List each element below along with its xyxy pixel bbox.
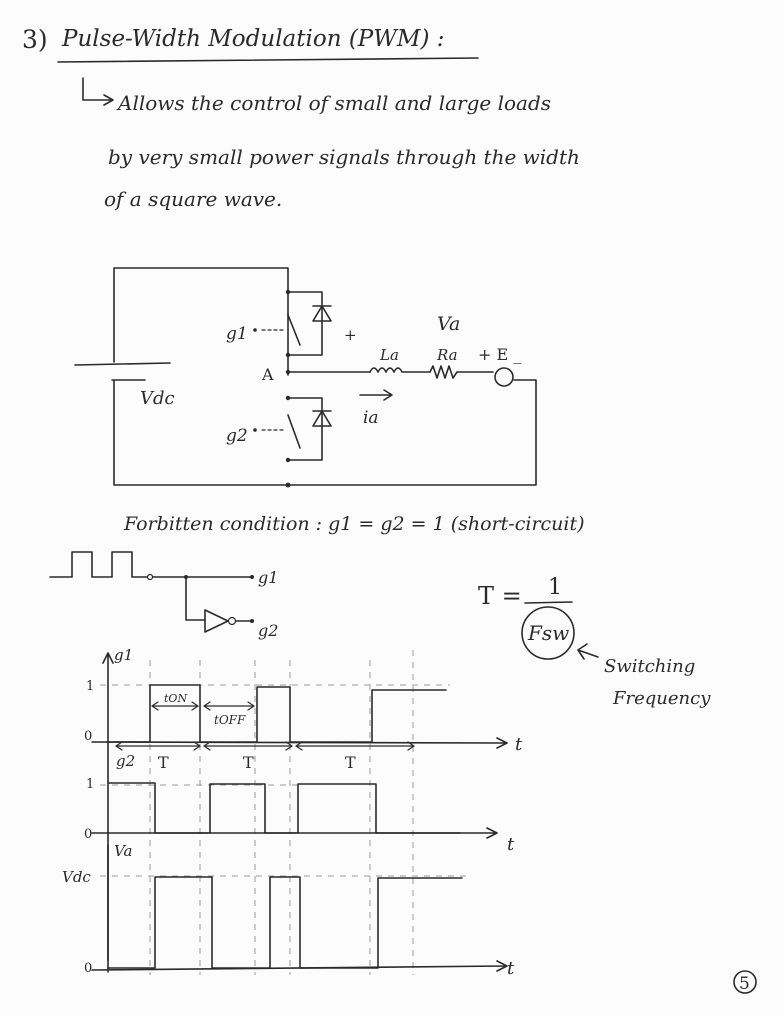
ton-label: tON: [164, 692, 187, 705]
toff-label: tOFF: [214, 713, 246, 727]
ton-arrow: [150, 701, 200, 711]
bullet-arrow-icon: [82, 77, 114, 106]
va-label: Va: [437, 313, 460, 335]
g2-waveform: [107, 782, 461, 834]
va-waveform: [107, 876, 463, 969]
title-underline: [57, 57, 479, 63]
description-line-3: of a square wave.: [104, 187, 282, 211]
toff-arrow: [202, 701, 256, 711]
vdc-label: Vdc: [140, 388, 175, 409]
g1-waveform: [107, 684, 447, 743]
forbidden-condition: Forbitten condition : g1 = g2 = 1 (short…: [123, 513, 585, 535]
emf-label: + E _: [478, 345, 521, 364]
switching-note-line-2: Frequency: [612, 688, 711, 709]
g1-gate-label: g1: [226, 324, 248, 344]
g2-axis: [91, 741, 498, 961]
section-number: 3): [22, 25, 48, 54]
g1-axis-label: g1: [114, 646, 133, 664]
ra-label: Ra: [436, 346, 458, 364]
section-title: Pulse-Width Modulation (PWM) :: [61, 26, 445, 52]
period-numerator: 1: [548, 575, 562, 600]
g2-gate-label: g2: [226, 426, 248, 446]
ia-label: ia: [363, 408, 379, 428]
time-label-va: t: [507, 958, 515, 979]
time-label-g1: t: [515, 734, 523, 755]
inverter-g1-output: g1: [258, 568, 278, 587]
period-label-2: T: [243, 753, 254, 772]
g2-axis-label: g2: [116, 752, 135, 770]
fraction-bar: [524, 601, 573, 604]
pointer-arrow-icon: [577, 643, 599, 660]
page-number: 5: [739, 974, 750, 994]
fsw-circle: [521, 606, 575, 660]
plus-sign: +: [344, 326, 357, 344]
switching-note-line-1: Switching: [604, 656, 695, 677]
node-a-label: A: [261, 365, 274, 384]
pwm-inverter-sketch: [49, 551, 254, 633]
description-line-2: by very small power signals through the …: [108, 145, 580, 169]
g2-tick-zero: 0: [84, 827, 92, 842]
page-number-circle: [733, 970, 757, 994]
la-label: La: [379, 346, 399, 364]
g2-tick-one: 1: [86, 777, 94, 792]
g1-tick-one: 1: [86, 679, 94, 694]
va-axis: [91, 844, 508, 973]
period-label-3: T: [345, 753, 356, 772]
va-tick-zero: 0: [84, 961, 92, 976]
description-line-1: Allows the control of small and large lo…: [116, 91, 551, 115]
va-tick-vdc: Vdc: [62, 868, 91, 886]
period-denominator: Fsw: [527, 621, 569, 645]
period-arrows: [114, 741, 416, 751]
g1-axis: [91, 652, 508, 749]
g1-tick-zero: 0: [84, 729, 92, 744]
inverter-g2-output: g2: [258, 621, 278, 640]
current-arrow-icon: [359, 389, 393, 401]
half-bridge-circuit: [74, 267, 537, 488]
period-label-1: T: [158, 753, 169, 772]
va-axis-label: Va: [114, 842, 132, 860]
time-label-g2: t: [507, 834, 515, 855]
period-lhs: T =: [478, 582, 522, 610]
